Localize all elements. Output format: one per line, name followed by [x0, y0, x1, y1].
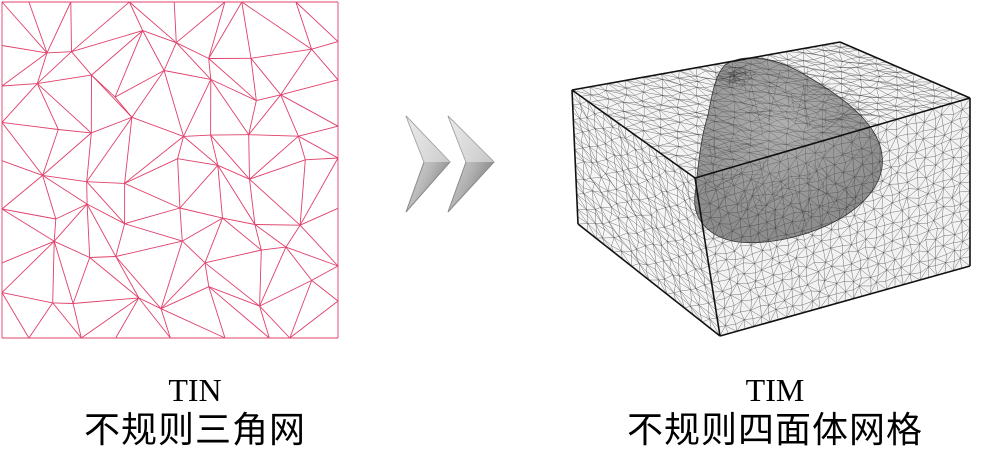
chevron-right-icon — [447, 115, 495, 213]
double-chevron-right-icon — [398, 108, 510, 220]
tin-caption: TIN 不规则三角网 — [60, 372, 330, 454]
tim-body-mesh — [695, 64, 887, 234]
chevron-right-icon — [405, 115, 451, 213]
tim-label: 不规则四面体网格 — [626, 410, 923, 451]
tin-triangle-edges — [1, 1, 339, 339]
tim-abbr: TIM — [745, 372, 805, 408]
tim-mesh-svg — [571, 41, 971, 337]
tin-mesh-figure — [0, 0, 342, 342]
tim-block-outline — [571, 41, 971, 337]
tin-mesh-svg — [1, 1, 339, 339]
tin-abbr: TIN — [168, 372, 222, 408]
tim-caption: TIM 不规则四面体网格 — [610, 372, 940, 454]
tin-label: 不规则三角网 — [83, 410, 306, 451]
tim-mesh-figure — [560, 20, 980, 340]
